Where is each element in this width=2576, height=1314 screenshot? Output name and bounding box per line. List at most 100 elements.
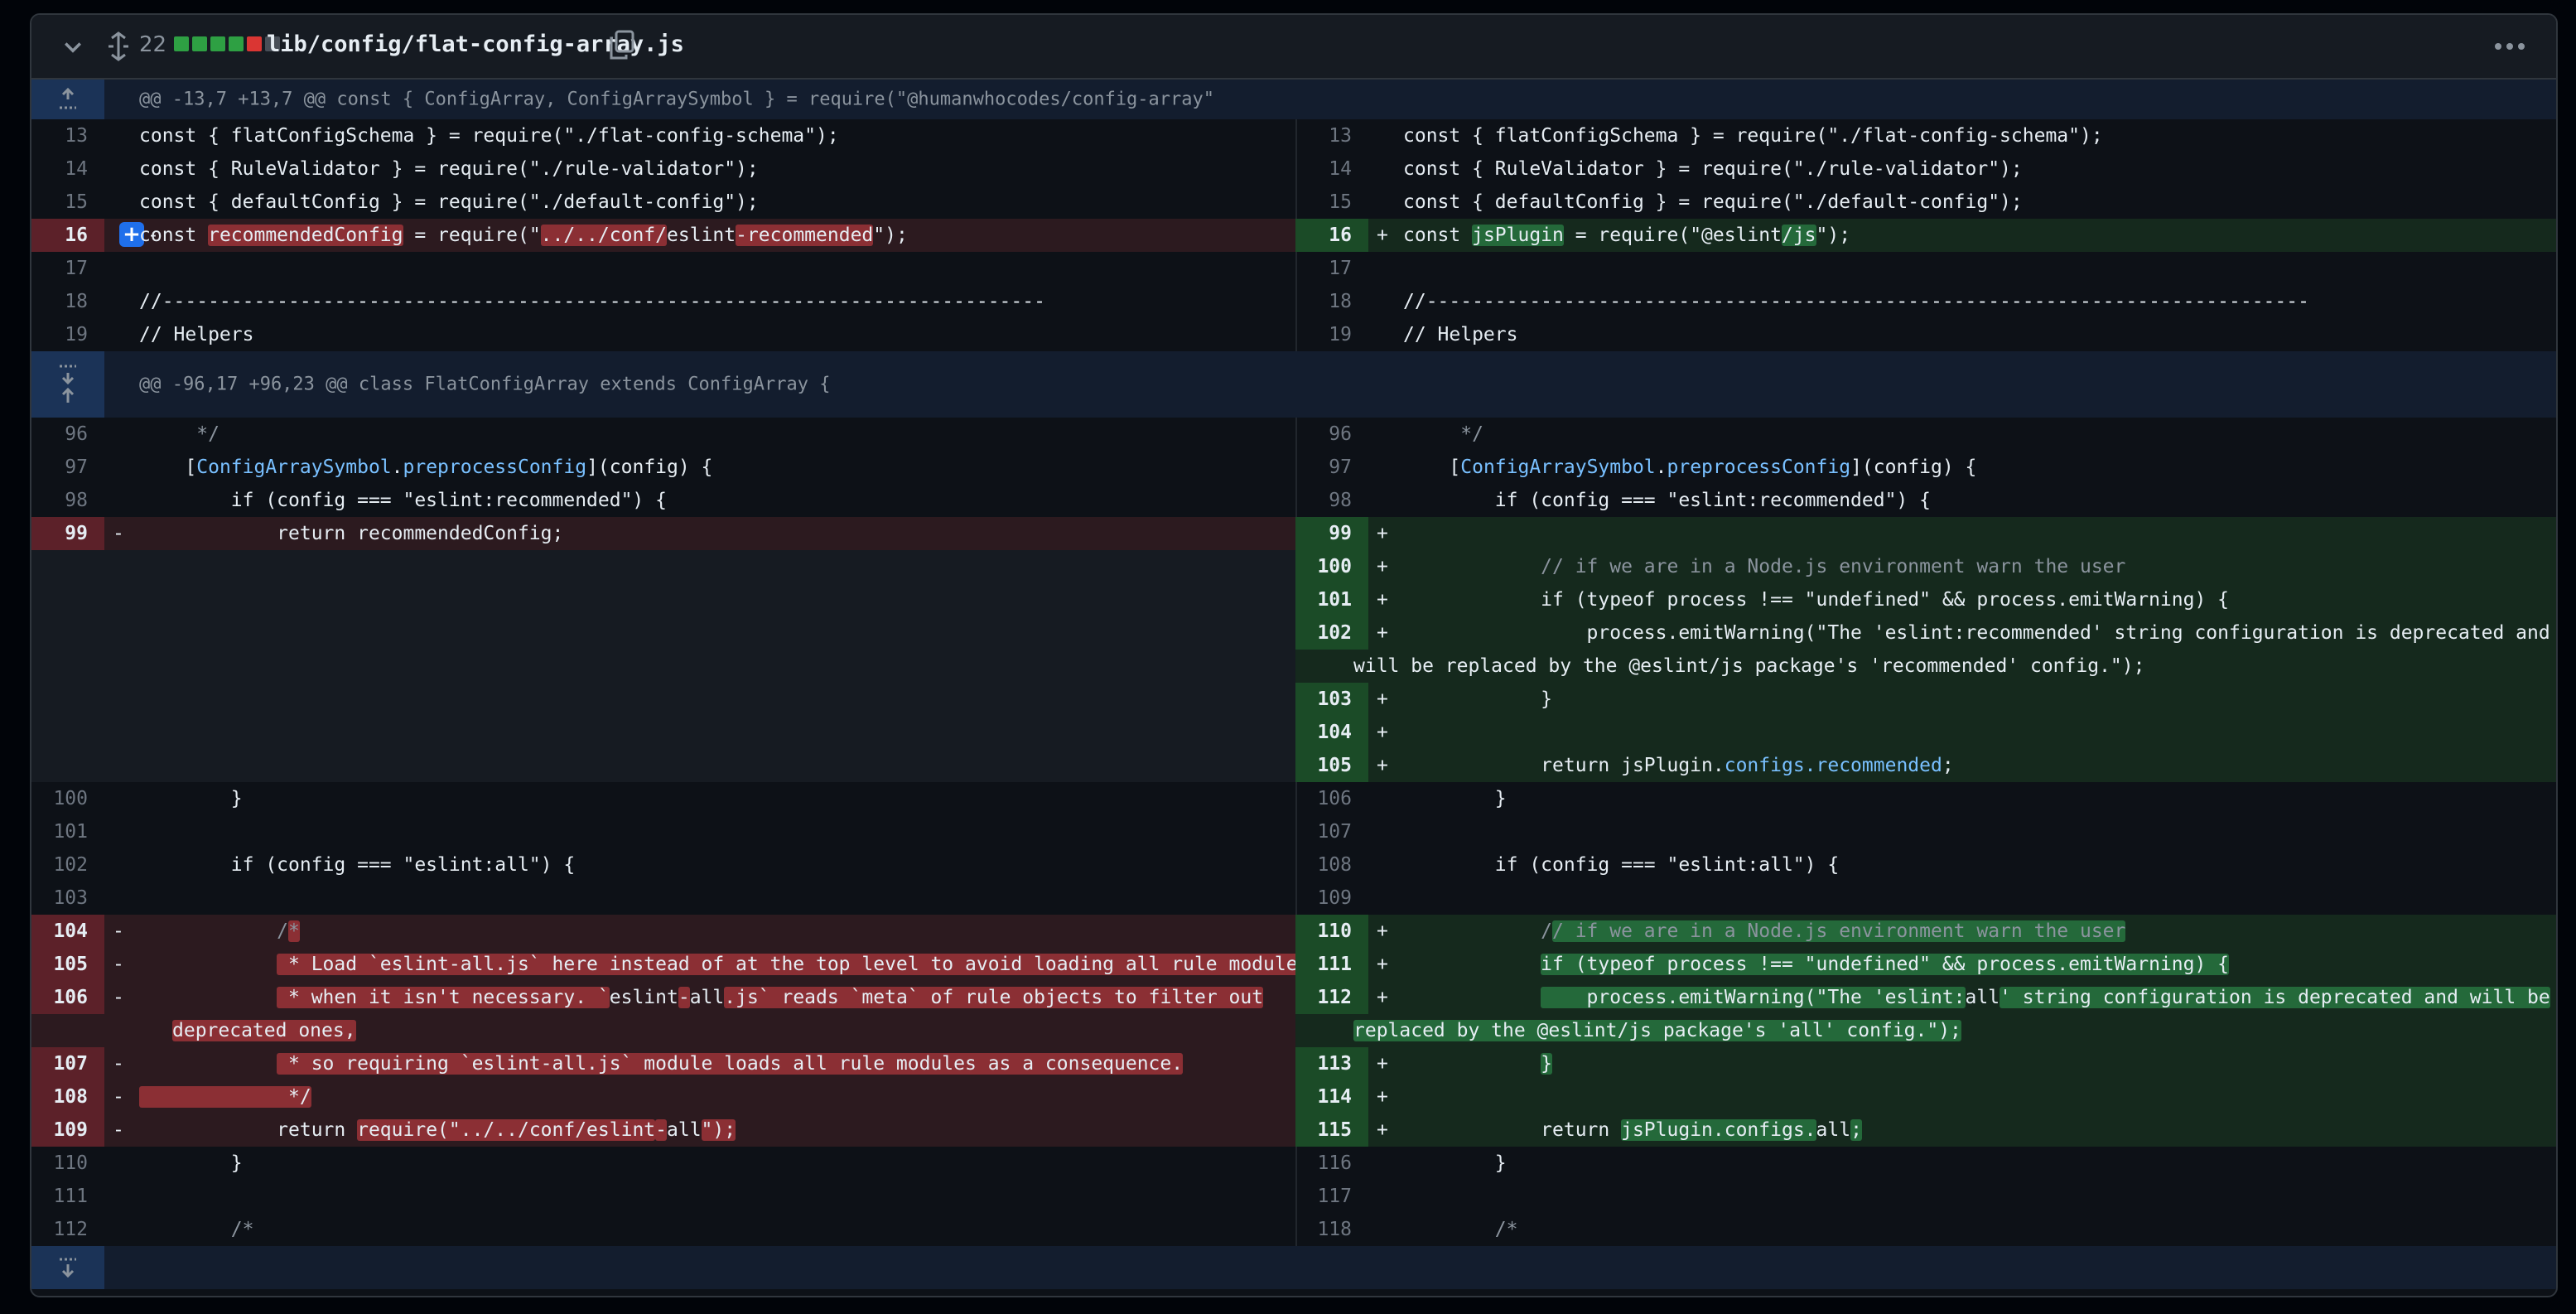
line-number[interactable]: 105 — [31, 948, 104, 981]
diffstat-bar — [174, 36, 280, 51]
line-number[interactable]: 108 — [1317, 854, 1352, 876]
change-count: 22 — [139, 32, 167, 57]
expand-both-button[interactable] — [31, 351, 104, 418]
diff-row: 15 const { defaultConfig } = require("./d… — [31, 186, 2556, 219]
expand-up-icon — [60, 88, 76, 109]
line-number[interactable]: 102 — [1295, 616, 1368, 650]
line-number[interactable]: 14 — [1329, 158, 1352, 180]
line-number[interactable]: 111 — [53, 1186, 88, 1207]
chevron-down-icon[interactable] — [61, 35, 84, 58]
deletion-sign: - — [113, 1053, 124, 1075]
code-line: */ — [1403, 423, 1483, 445]
line-number[interactable]: 16 — [31, 219, 104, 252]
code-line: const { defaultConfig } = require("./def… — [1403, 191, 2023, 213]
line-number[interactable]: 108 — [31, 1080, 104, 1114]
addition-sign: + — [1377, 1086, 1388, 1108]
line-number[interactable]: 97 — [65, 457, 88, 478]
code-line: /* — [139, 920, 300, 942]
file-header: 22 lib/config/flat-config-array.js — [31, 15, 2556, 80]
diff-row: 98 if (config === "eslint:recommended") … — [31, 484, 2556, 517]
code-line: const { flatConfigSchema } = require("./… — [1403, 125, 2103, 147]
line-number[interactable]: 13 — [65, 125, 88, 147]
line-number[interactable]: 13 — [1329, 125, 1352, 147]
line-number[interactable]: 103 — [53, 887, 88, 909]
line-number[interactable]: 110 — [53, 1152, 88, 1174]
line-number[interactable]: 104 — [1295, 716, 1368, 749]
line-number[interactable]: 111 — [1295, 948, 1368, 981]
line-number[interactable]: 110 — [1295, 915, 1368, 948]
line-number[interactable]: 116 — [1317, 1152, 1352, 1174]
diff-block: 104- /* 105- * Load `eslint-all.js` here… — [31, 915, 2556, 1147]
diff-row: 111 117 — [31, 1180, 2556, 1213]
diff-block: 99- return recommendedConfig; 99+ 100+ /… — [31, 517, 2556, 782]
line-number[interactable]: 18 — [65, 291, 88, 312]
line-number[interactable]: 15 — [1329, 191, 1352, 213]
code-line: if (config === "eslint:all") { — [139, 854, 576, 876]
line-number[interactable]: 96 — [65, 423, 88, 445]
line-number[interactable]: 106 — [31, 981, 104, 1014]
code-line: // if we are in a Node.js environment wa… — [1403, 920, 2126, 942]
line-number[interactable]: 112 — [53, 1219, 88, 1240]
line-number[interactable]: 17 — [65, 258, 88, 279]
right-block: 99+ 100+ // if we are in a Node.js envir… — [1295, 517, 2556, 782]
expand-down-button[interactable] — [31, 1246, 104, 1289]
line-number[interactable]: 109 — [31, 1114, 104, 1147]
code-line: const { flatConfigSchema } = require("./… — [139, 125, 839, 147]
line-number[interactable]: 19 — [65, 324, 88, 345]
line-number[interactable]: 101 — [1295, 583, 1368, 616]
code-line: * when it isn't necessary. `eslint-all.j… — [277, 987, 1264, 1008]
line-number[interactable]: 100 — [1295, 550, 1368, 583]
diff-row: 17 17 — [31, 252, 2556, 285]
line-number[interactable]: 103 — [1295, 683, 1368, 716]
diffstat-block — [247, 36, 262, 51]
diff-row: 101 107 — [31, 815, 2556, 848]
line-number[interactable]: 107 — [31, 1047, 104, 1080]
line-number[interactable]: 99 — [31, 517, 104, 550]
line-number[interactable]: 100 — [53, 788, 88, 809]
line-number[interactable]: 114 — [1295, 1080, 1368, 1114]
line-number[interactable]: 106 — [1317, 788, 1352, 809]
code-line: return require("../../conf/eslint-all"); — [139, 1119, 736, 1141]
line-number[interactable]: 104 — [31, 915, 104, 948]
line-number[interactable]: 18 — [1329, 291, 1352, 312]
line-number[interactable]: 97 — [1329, 457, 1352, 478]
line-number[interactable]: 99 — [1295, 517, 1368, 550]
expand-up-button[interactable] — [31, 80, 104, 119]
line-number[interactable]: 107 — [1317, 821, 1352, 843]
diff-row: 102 if (config === "eslint:all") { 108 i… — [31, 848, 2556, 882]
hunk-footer — [31, 1246, 2556, 1289]
code-line: //--------------------------------------… — [1403, 291, 2309, 312]
line-number[interactable]: 14 — [65, 158, 88, 180]
file-name-link[interactable]: lib/config/flat-config-array.js — [267, 31, 684, 57]
line-number[interactable]: 98 — [1329, 490, 1352, 511]
code-line: const recommendedConfig = require("../..… — [139, 225, 908, 246]
line-number[interactable]: 17 — [1329, 258, 1352, 279]
add-comment-button[interactable]: + — [119, 222, 144, 247]
diff-row: 96 */ 96 */ — [31, 418, 2556, 451]
line-number[interactable]: 109 — [1317, 887, 1352, 909]
line-number[interactable]: 115 — [1295, 1114, 1368, 1147]
line-number[interactable]: 105 — [1295, 749, 1368, 782]
line-number[interactable]: 96 — [1329, 423, 1352, 445]
line-number[interactable]: 102 — [53, 854, 88, 876]
deletion-sign: - — [113, 1119, 124, 1141]
line-number[interactable]: 113 — [1295, 1047, 1368, 1080]
line-number[interactable]: 117 — [1317, 1186, 1352, 1207]
deletion-sign: - — [147, 225, 159, 246]
code-line: } — [1541, 1053, 1553, 1075]
copy-icon[interactable] — [608, 30, 634, 60]
line-number[interactable]: 101 — [53, 821, 88, 843]
kebab-menu-icon[interactable] — [2493, 35, 2526, 58]
code-line: const { defaultConfig } = require("./def… — [139, 191, 759, 213]
line-number[interactable]: 118 — [1317, 1219, 1352, 1240]
addition-sign: + — [1377, 1053, 1388, 1075]
line-number[interactable]: 16 — [1295, 219, 1368, 252]
diffstat-block — [174, 36, 189, 51]
line-number[interactable]: 15 — [65, 191, 88, 213]
line-number[interactable]: 98 — [65, 490, 88, 511]
line-number[interactable]: 19 — [1329, 324, 1352, 345]
expand-all-icon[interactable] — [104, 31, 133, 61]
split-diff: @@ -13,7 +13,7 @@ const { ConfigArray, C… — [31, 80, 2556, 1289]
line-number[interactable]: 112 — [1295, 981, 1368, 1014]
